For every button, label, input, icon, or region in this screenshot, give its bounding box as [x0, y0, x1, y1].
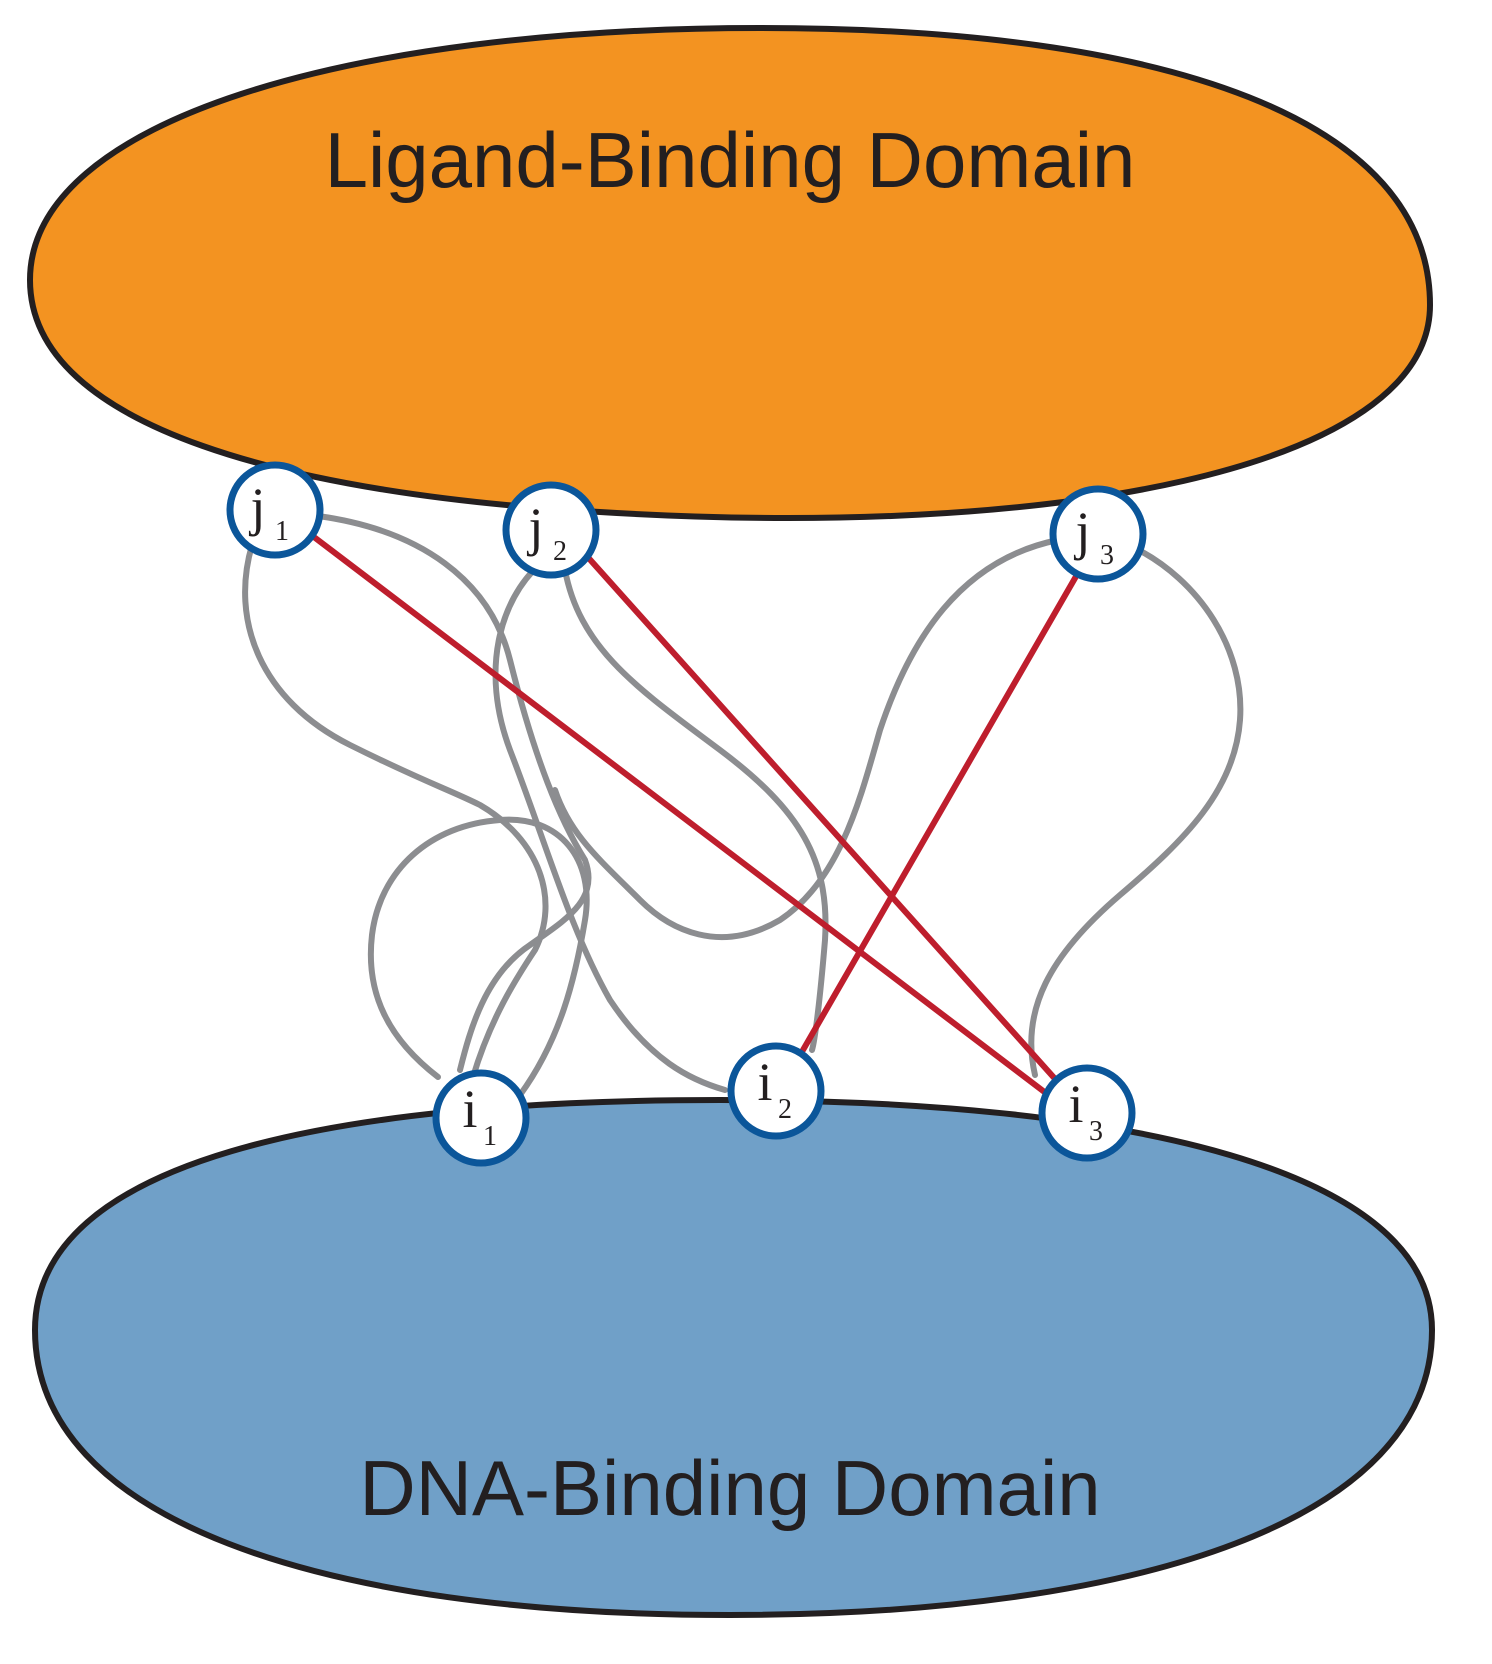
node-j3-letter: j [1073, 501, 1090, 561]
ligand-binding-domain: Ligand-Binding Domain [26, 24, 1434, 521]
node-j2-subscript: 2 [553, 536, 567, 567]
node-i2-subscript: 2 [778, 1094, 792, 1125]
node-i1-subscript: 1 [483, 1121, 497, 1152]
node-j1-letter: j [248, 477, 265, 537]
node-j2-circle [502, 481, 600, 579]
ligand-binding-domain-shape [26, 24, 1434, 521]
gray-path-j1-loop [242, 542, 549, 1080]
node-i1-circle [432, 1069, 530, 1167]
node-j3: j 3 [1049, 485, 1147, 583]
gray-path-j3-wave [552, 537, 1061, 940]
node-i3-letter: i [1068, 1074, 1083, 1134]
node-j1: j 1 [226, 461, 324, 559]
gray-path-j2-loop [562, 567, 829, 1053]
node-i3: i 3 [1038, 1064, 1136, 1162]
node-j3-subscript: 3 [1100, 540, 1114, 571]
node-i2-circle [727, 1042, 825, 1140]
node-j2: j 2 [502, 481, 600, 579]
red-link-j1-i3 [307, 531, 1058, 1103]
node-i1-letter: i [462, 1079, 477, 1139]
node-j1-subscript: 1 [275, 516, 289, 547]
node-i2: i 2 [727, 1042, 825, 1140]
gray-path-j3-i3 [1028, 544, 1244, 1078]
node-j2-letter: j [526, 497, 543, 557]
node-j1-circle [226, 461, 324, 559]
red-links [307, 531, 1085, 1103]
ligand-binding-domain-label: Ligand-Binding Domain [325, 116, 1136, 204]
red-link-j2-i3 [582, 551, 1068, 1093]
gray-path-i1-loop [367, 816, 590, 1098]
dna-binding-domain: DNA-Binding Domain [31, 1096, 1436, 1619]
gray-path-j2-i2 [492, 561, 728, 1093]
dna-binding-domain-shape [31, 1096, 1436, 1619]
gray-path-j1-cross [315, 513, 592, 1073]
node-j3-circle [1049, 485, 1147, 583]
node-i3-subscript: 3 [1089, 1116, 1103, 1147]
node-i1: i 1 [432, 1069, 530, 1167]
node-i2-letter: i [757, 1052, 772, 1112]
gray-pathways [242, 513, 1244, 1098]
dna-binding-domain-label: DNA-Binding Domain [359, 1444, 1100, 1532]
red-link-j3-i2 [800, 563, 1085, 1053]
node-i3-circle [1038, 1064, 1136, 1162]
